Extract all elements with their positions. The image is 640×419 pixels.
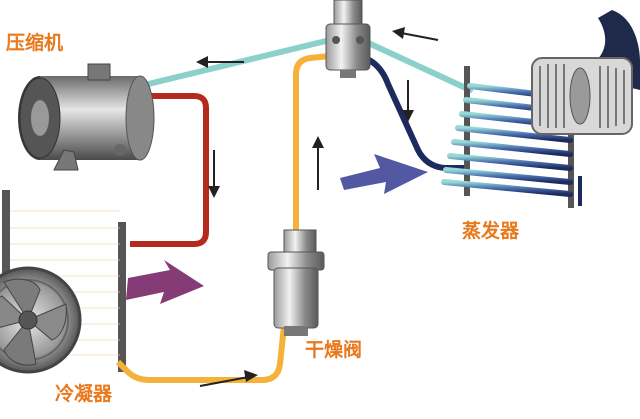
evaporator-inlet-pipe [359, 37, 473, 93]
evaporator-outlet-pipe [359, 53, 470, 171]
evaporator-label: 蒸发器 [462, 220, 520, 242]
compressor-icon [18, 63, 155, 171]
flow-arrow-right-bottom [199, 370, 258, 387]
flow-arrow-left-evap [392, 27, 439, 41]
cold-air-arrow [340, 154, 428, 194]
high-pressure-gas-pipe [130, 93, 209, 247]
drier-label: 干燥阀 [305, 339, 363, 361]
flow-arrow-left-top [196, 56, 244, 68]
flow-arrow-up-yellow [312, 136, 324, 190]
blower-icon [531, 57, 633, 135]
liquid-line-to-valve [293, 53, 331, 246]
expansion-valve-icon [325, 0, 371, 78]
drier-icon [267, 229, 325, 336]
high-pressure-liquid-pipe [115, 325, 287, 383]
hot-air-arrow [126, 260, 204, 304]
flow-arrow-down-red [208, 150, 220, 198]
condenser-label: 冷凝器 [55, 383, 113, 405]
fan-icon [0, 266, 82, 374]
flow-arrows [196, 27, 439, 387]
compressor-label: 压缩机 [6, 32, 64, 54]
flow-arrow-down-evap [402, 80, 414, 122]
